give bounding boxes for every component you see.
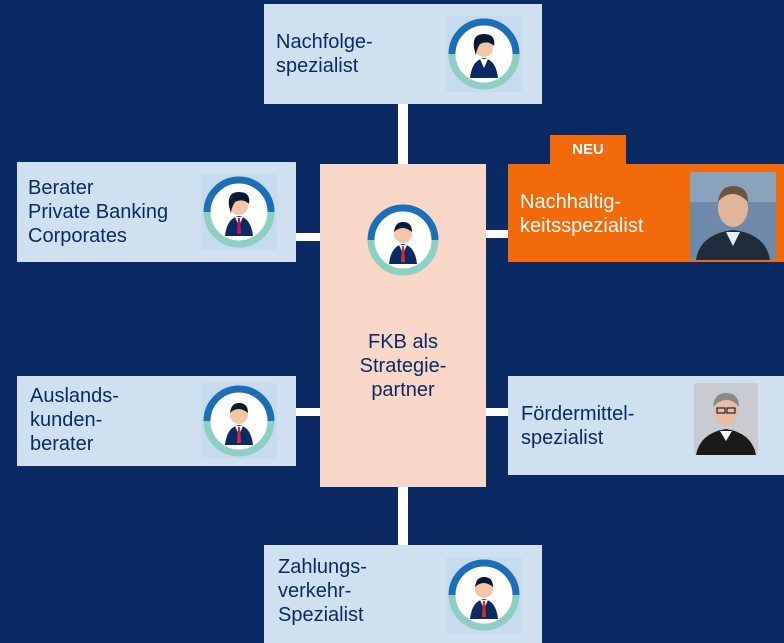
node-label: Auslands- kunden- berater [30, 385, 119, 455]
person-photo [694, 383, 758, 455]
node-nachhaltigkeitsspezialist: Nachhaltig- keitsspezialist [508, 164, 784, 262]
node-label: Fördermittel- spezialist [521, 403, 635, 449]
node-label: Berater Private Banking Corporates [28, 177, 169, 247]
node-foerdermittelspezialist: Fördermittel- spezialist [508, 376, 784, 475]
avatar-icon [201, 174, 277, 250]
connector-right-lower [486, 408, 508, 416]
avatar-icon [446, 16, 522, 92]
connector-left-upper [296, 233, 320, 241]
avatar-icon [365, 202, 441, 278]
avatar-icon [201, 383, 277, 459]
node-zahlungsverkehr-spezialist: Zahlungs- verkehr- Spezialist [264, 545, 542, 643]
new-badge: NEU [550, 135, 626, 165]
node-nachfolgespezialist: Nachfolge- spezialist [264, 4, 542, 104]
node-label: Zahlungs- verkehr- Spezialist [278, 556, 367, 626]
node-fkb-strategiepartner: FKB als Strategie- partner [320, 164, 486, 487]
connector-bottom [398, 486, 408, 546]
node-label: FKB als Strategie- partner [359, 331, 447, 401]
node-berater-private-banking: Berater Private Banking Corporates [17, 162, 296, 262]
node-label: Nachfolge- spezialist [276, 31, 373, 77]
connector-top [398, 104, 408, 164]
connector-left-lower [296, 408, 320, 416]
person-photo [690, 172, 776, 260]
avatar-icon [446, 557, 522, 633]
node-auslandskundenberater: Auslands- kunden- berater [17, 376, 296, 466]
connector-right-upper [486, 230, 508, 238]
node-label: Nachhaltig- keitsspezialist [520, 191, 644, 237]
